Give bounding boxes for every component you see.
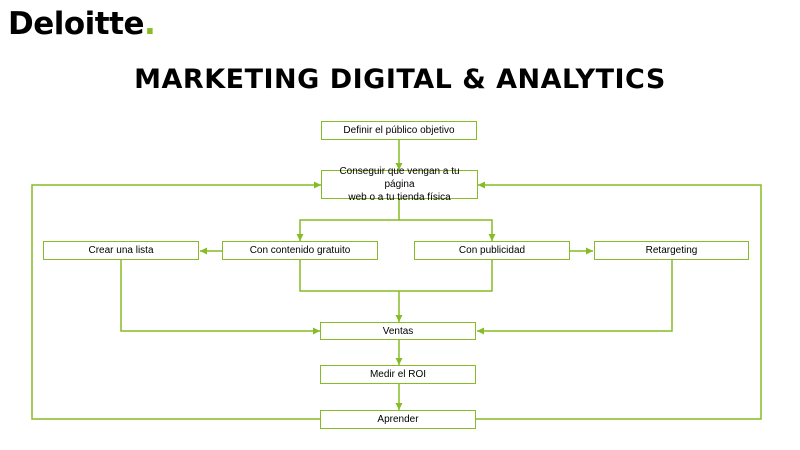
loop-left-aprender-conseguir — [31, 181, 321, 420]
logo-text: Deloitte — [8, 6, 144, 42]
page-title: MARKETING DIGITAL & ANALYTICS — [134, 64, 666, 95]
node-ventas: Ventas — [320, 322, 476, 340]
connector-publicidad-merge — [399, 260, 493, 292]
connector-conseguir-publicidad — [399, 219, 496, 241]
node-contenido-gratuito: Con contenido gratuito — [222, 241, 378, 260]
node-label: Con publicidad — [458, 245, 526, 256]
node-label: Retargeting — [645, 245, 698, 256]
loop-right-aprender-conseguir — [476, 181, 762, 420]
connector-lista-ventas — [120, 260, 320, 335]
node-label: Con contenido gratuito — [249, 245, 351, 256]
node-medir-roi: Medir el ROI — [320, 365, 476, 384]
deloitte-logo: Deloitte. — [8, 6, 156, 42]
node-label: Ventas — [382, 325, 414, 337]
node-label: Definir el público objetivo — [343, 125, 455, 136]
connector-conseguir-split — [296, 199, 400, 241]
node-aprender: Aprender — [320, 410, 476, 429]
node-label-line-1: Conseguir que vengan a tu página — [339, 166, 460, 190]
node-label-line-2: web o a tu tienda física — [348, 192, 451, 203]
node-crear-lista: Crear una lista — [43, 241, 199, 260]
node-retargeting: Retargeting — [594, 241, 749, 260]
node-definir-publico: Definir el público objetivo — [321, 121, 477, 140]
node-publicidad: Con publicidad — [414, 241, 570, 260]
node-label: Aprender — [377, 414, 419, 425]
node-label: Medir el ROI — [369, 369, 427, 380]
node-label: Crear una lista — [88, 245, 154, 256]
node-conseguir-visitas: Conseguir que vengan a tu página web o a… — [321, 166, 478, 203]
logo-dot: . — [143, 6, 156, 42]
connector-retargeting-ventas — [477, 260, 673, 335]
connector-contenido-merge — [299, 260, 399, 292]
